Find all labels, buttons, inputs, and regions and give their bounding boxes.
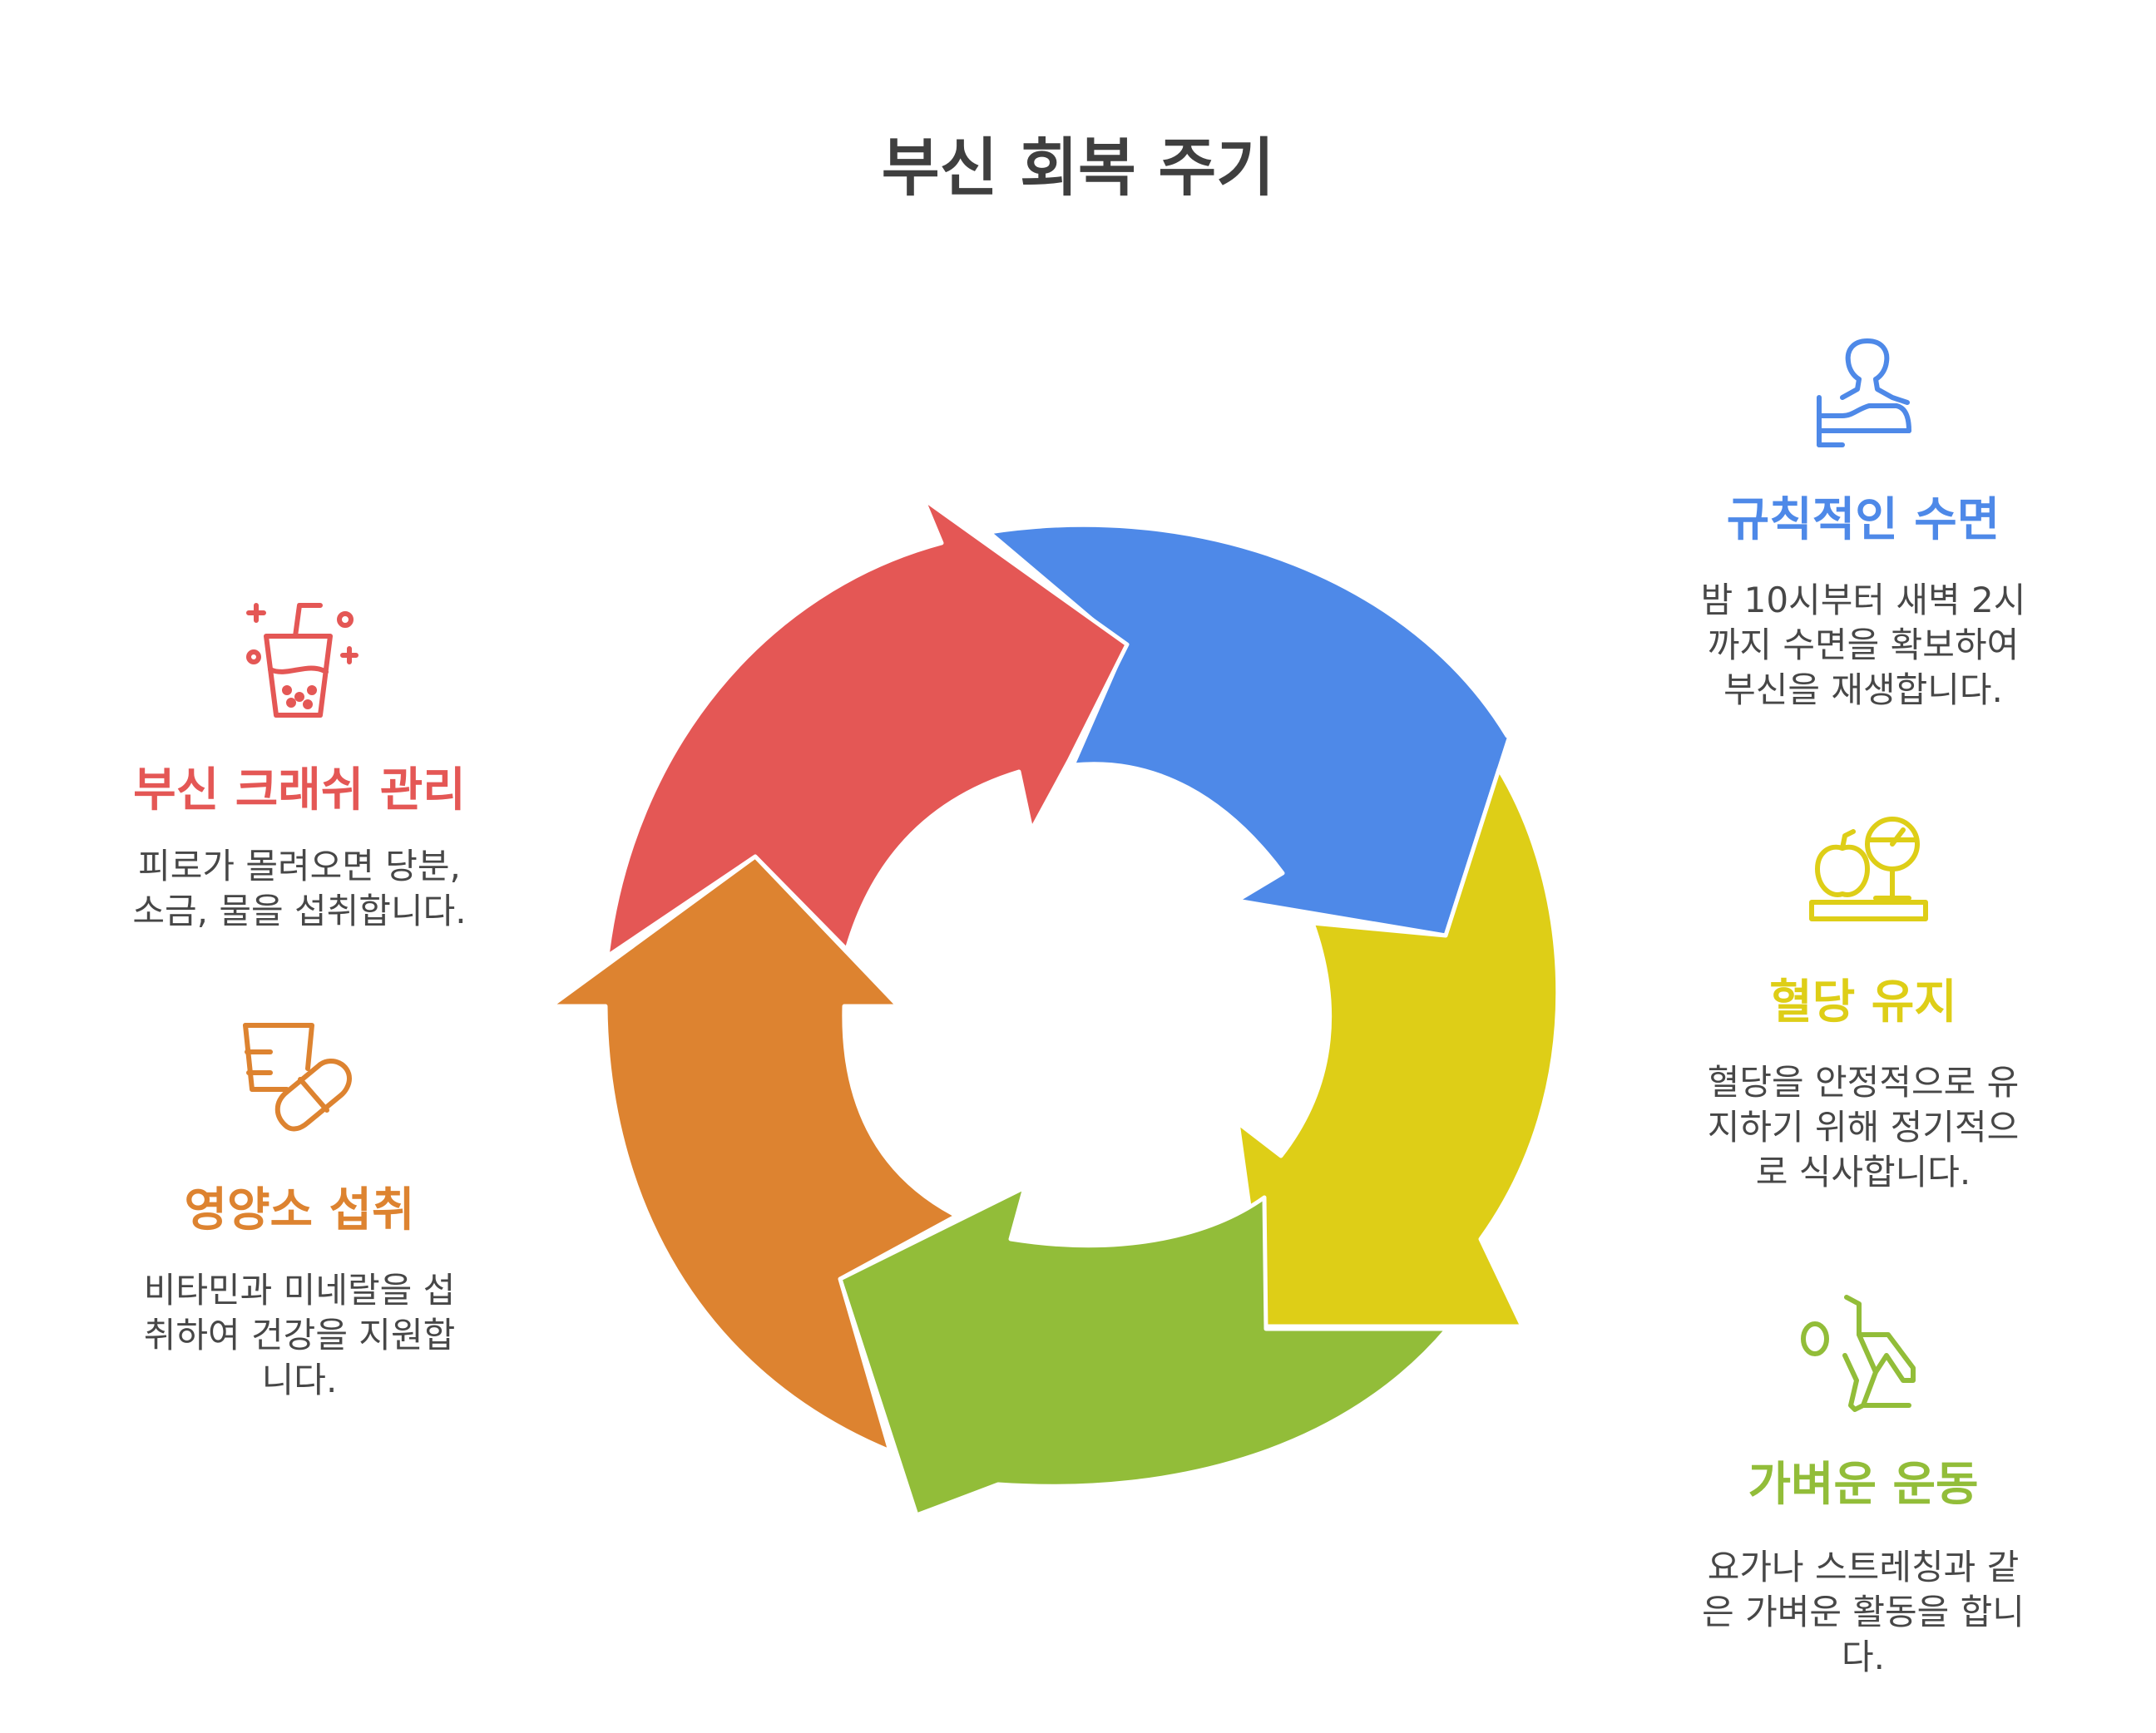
- salty-drink-icon: [241, 599, 366, 727]
- supplement-pill-icon: [237, 1019, 362, 1147]
- step-description-crash: 피로가 몰려오면 당분, 소금, 물을 섭취합니다.: [132, 846, 467, 931]
- step-label-crash: 부신 크래쉬 관리: [133, 763, 466, 817]
- cycle-arrow-sleep: [987, 522, 1525, 938]
- diagram-title: 부신 회복 주기: [881, 131, 1275, 205]
- yoga-stretch-icon: [1797, 1289, 1930, 1421]
- step-label-nutrition: 영양소 섭취: [184, 1183, 415, 1237]
- step-description-exercise: 요가나 스트레칭과 같 은 가벼운 활동을 합니 다.: [1702, 1547, 2025, 1677]
- step-description-nutrition: 비타민과 미네랄을 섭 취하여 건강을 지원합 니다.: [143, 1270, 456, 1400]
- step-label-sleep: 규칙적인 수면: [1726, 493, 2000, 547]
- step-label-blood-sugar: 혈당 유지: [1769, 975, 1957, 1029]
- step-description-sleep: 밤 10시부터 새벽 2시 까지 수면을 확보하여 부신을 재생합니다.: [1700, 580, 2026, 710]
- cycle-arrow-nutrition: [548, 854, 959, 1454]
- sleeping-person-icon: [1809, 333, 1926, 457]
- apple-scale-icon: [1805, 807, 1930, 935]
- step-description-blood-sugar: 혈당을 안정적으로 유 지하기 위해 정기적으 로 식사합니다.: [1707, 1062, 2020, 1192]
- cycle-arrow-exercise: [838, 1185, 1450, 1518]
- cycle-arrow-crash: [605, 496, 1130, 959]
- cycle-arrow-blood-sugar: [1235, 767, 1560, 1329]
- step-label-exercise: 가벼운 운동: [1748, 1458, 1979, 1512]
